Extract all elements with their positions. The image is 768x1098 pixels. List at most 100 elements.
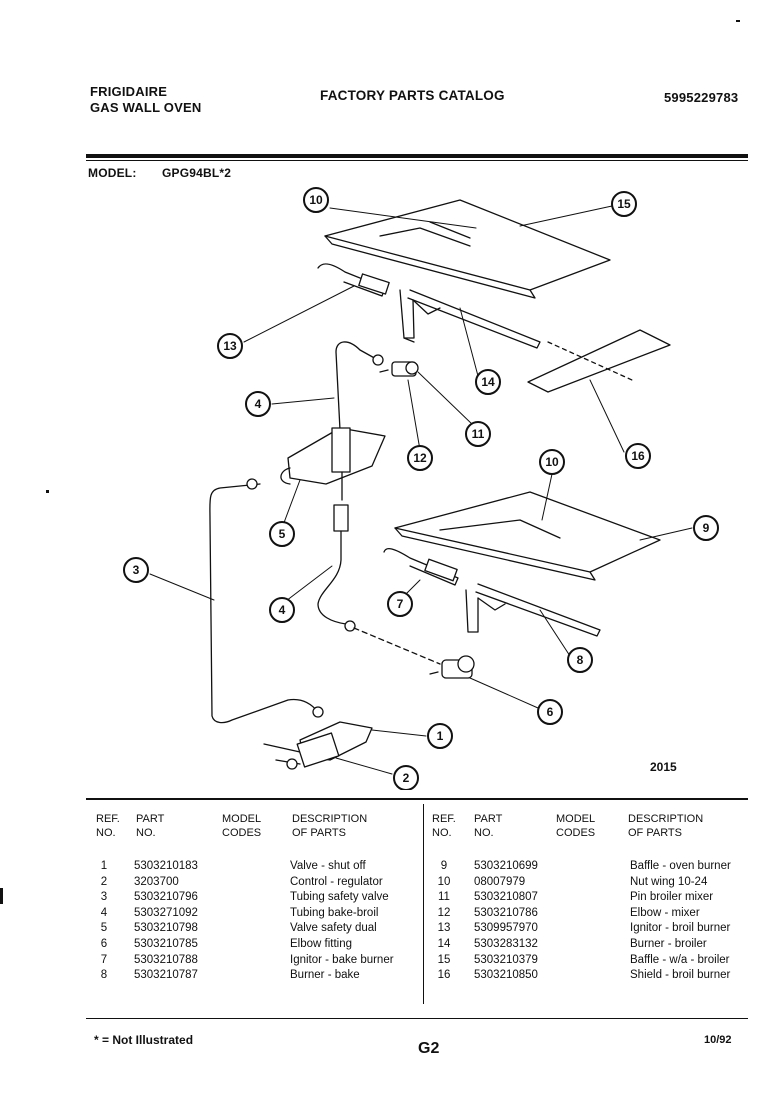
header-description-right: DESCRIPTION OF PARTS [628, 813, 704, 839]
table-cell-part: 5303210788 [134, 953, 198, 966]
callout-number: 11 [472, 427, 485, 441]
callout-number: 2 [403, 771, 410, 785]
callout-12: 12 [407, 445, 433, 471]
bake-burner-drawing [465, 583, 601, 637]
table-cell-ref: 16 [437, 969, 451, 982]
table-cell-ref: 5 [100, 922, 108, 935]
table-rule [86, 798, 748, 800]
callout-10: 10 [539, 449, 565, 475]
model-label: MODEL: [88, 166, 137, 180]
callout-circle [625, 443, 651, 469]
callout-circle [611, 191, 637, 217]
broil-ignitor-drawing [317, 263, 390, 297]
callout-10: 10 [303, 187, 329, 213]
table-cell-ref: 15 [437, 953, 451, 966]
table-cell-description: Nut wing 10-24 [630, 875, 708, 888]
elbow-fitting-drawing [429, 655, 475, 679]
leader-lines [149, 205, 693, 775]
table-cell-description: Valve - shut off [290, 860, 366, 872]
table-cell-part: 5303210787 [134, 969, 198, 982]
callout-1: 1 [427, 723, 453, 749]
table-cell-ref: 1 [100, 860, 108, 872]
callout-4: 4 [245, 391, 271, 417]
callout-number: 14 [481, 375, 495, 389]
table-cell-part: 5303271092 [134, 906, 198, 919]
callout-circle [393, 765, 419, 790]
callout-number: 4 [279, 603, 286, 617]
table-cell-ref: 12 [437, 906, 451, 919]
callout-number: 9 [703, 521, 710, 535]
table-cell-part: 5303210699 [474, 860, 538, 872]
callout-circle [693, 515, 719, 541]
scan-speck [0, 888, 3, 904]
header-part-no: PART NO. [136, 813, 165, 839]
mixer-elbow-drawing [379, 361, 419, 377]
scan-speck [46, 490, 49, 493]
table-cell-part: 5303210850 [474, 969, 538, 982]
table-cell-part: 5303210796 [134, 891, 198, 904]
table-cell-description: Pin broiler mixer [630, 891, 714, 904]
table-cell-description: Burner - broiler [630, 938, 707, 950]
callout-circle [567, 647, 593, 673]
table-cell-part: 08007979 [474, 875, 526, 888]
header-rule-thin [86, 160, 748, 161]
table-cell-description: Tubing bake-broil [290, 906, 379, 919]
product-name: GAS WALL OVEN [90, 100, 202, 115]
header-rule-thick [86, 154, 748, 158]
callout-number: 13 [223, 339, 237, 353]
header-model-codes: MODEL CODES [222, 813, 262, 839]
bake-ignitor-drawing [383, 547, 459, 586]
table-cell-description: Baffle - oven burner [630, 860, 731, 872]
table-cell-part: 5303283132 [474, 938, 538, 950]
brand-name: FRIGIDAIRE [90, 84, 168, 99]
table-column-separator [423, 804, 424, 1004]
table-cell-description: Baffle - w/a - broiler [630, 953, 730, 966]
table-cell-ref: 8 [100, 969, 108, 982]
table-cell-ref: 14 [437, 938, 451, 950]
table-cell-ref: 10 [437, 875, 451, 888]
catalog-number: 5995229783 [664, 90, 739, 105]
table-cell-ref: 11 [438, 891, 450, 904]
callout-6: 6 [537, 699, 563, 725]
table-cell-part: 5303210379 [474, 953, 538, 966]
not-illustrated-note: * = Not Illustrated [94, 1033, 194, 1047]
table-cell-description: Tubing safety valve [290, 891, 389, 904]
callout-3: 3 [123, 557, 149, 583]
callout-4: 4 [269, 597, 295, 623]
callout-number: 12 [413, 451, 427, 465]
table-cell-description: Shield - broil burner [630, 969, 731, 982]
header-ref-no: REF. NO. [96, 813, 120, 839]
header-model-codes-right: MODEL CODES [556, 813, 596, 839]
catalog-title: FACTORY PARTS CATALOG [320, 88, 505, 103]
table-cell-description: Ignitor - broil burner [630, 922, 731, 935]
table-cell-ref: 7 [100, 953, 108, 966]
callout-circle [245, 391, 271, 417]
callout-16: 16 [625, 443, 651, 469]
callout-2: 2 [393, 765, 419, 790]
table-cell-description: Control - regulator [290, 875, 383, 888]
revision-date: 10/92 [704, 1034, 732, 1046]
callout-number: 1 [437, 729, 444, 743]
callout-number: 3 [133, 563, 140, 577]
callout-5: 5 [269, 521, 295, 547]
callout-number: 6 [547, 705, 554, 719]
callout-circle [123, 557, 149, 583]
callout-circle [269, 521, 295, 547]
callout-number: 16 [631, 449, 645, 463]
broil-shield-drawing [527, 329, 671, 393]
callout-14: 14 [475, 369, 501, 395]
callout-number: 5 [279, 527, 286, 541]
table-cell-description: Valve safety dual [290, 922, 377, 935]
figure-number: 2015 [650, 760, 677, 774]
callout-number: 15 [617, 197, 631, 211]
callout-11: 11 [465, 421, 491, 447]
callout-15: 15 [611, 191, 637, 217]
table-cell-ref: 9 [440, 860, 448, 872]
callout-circle [537, 699, 563, 725]
table-cell-ref: 2 [100, 875, 108, 888]
table-cell-part: 5303210183 [134, 860, 198, 872]
table-cell-part: 5303210786 [474, 906, 538, 919]
callout-circle [475, 369, 501, 395]
table-cell-part: 3203700 [134, 875, 179, 888]
